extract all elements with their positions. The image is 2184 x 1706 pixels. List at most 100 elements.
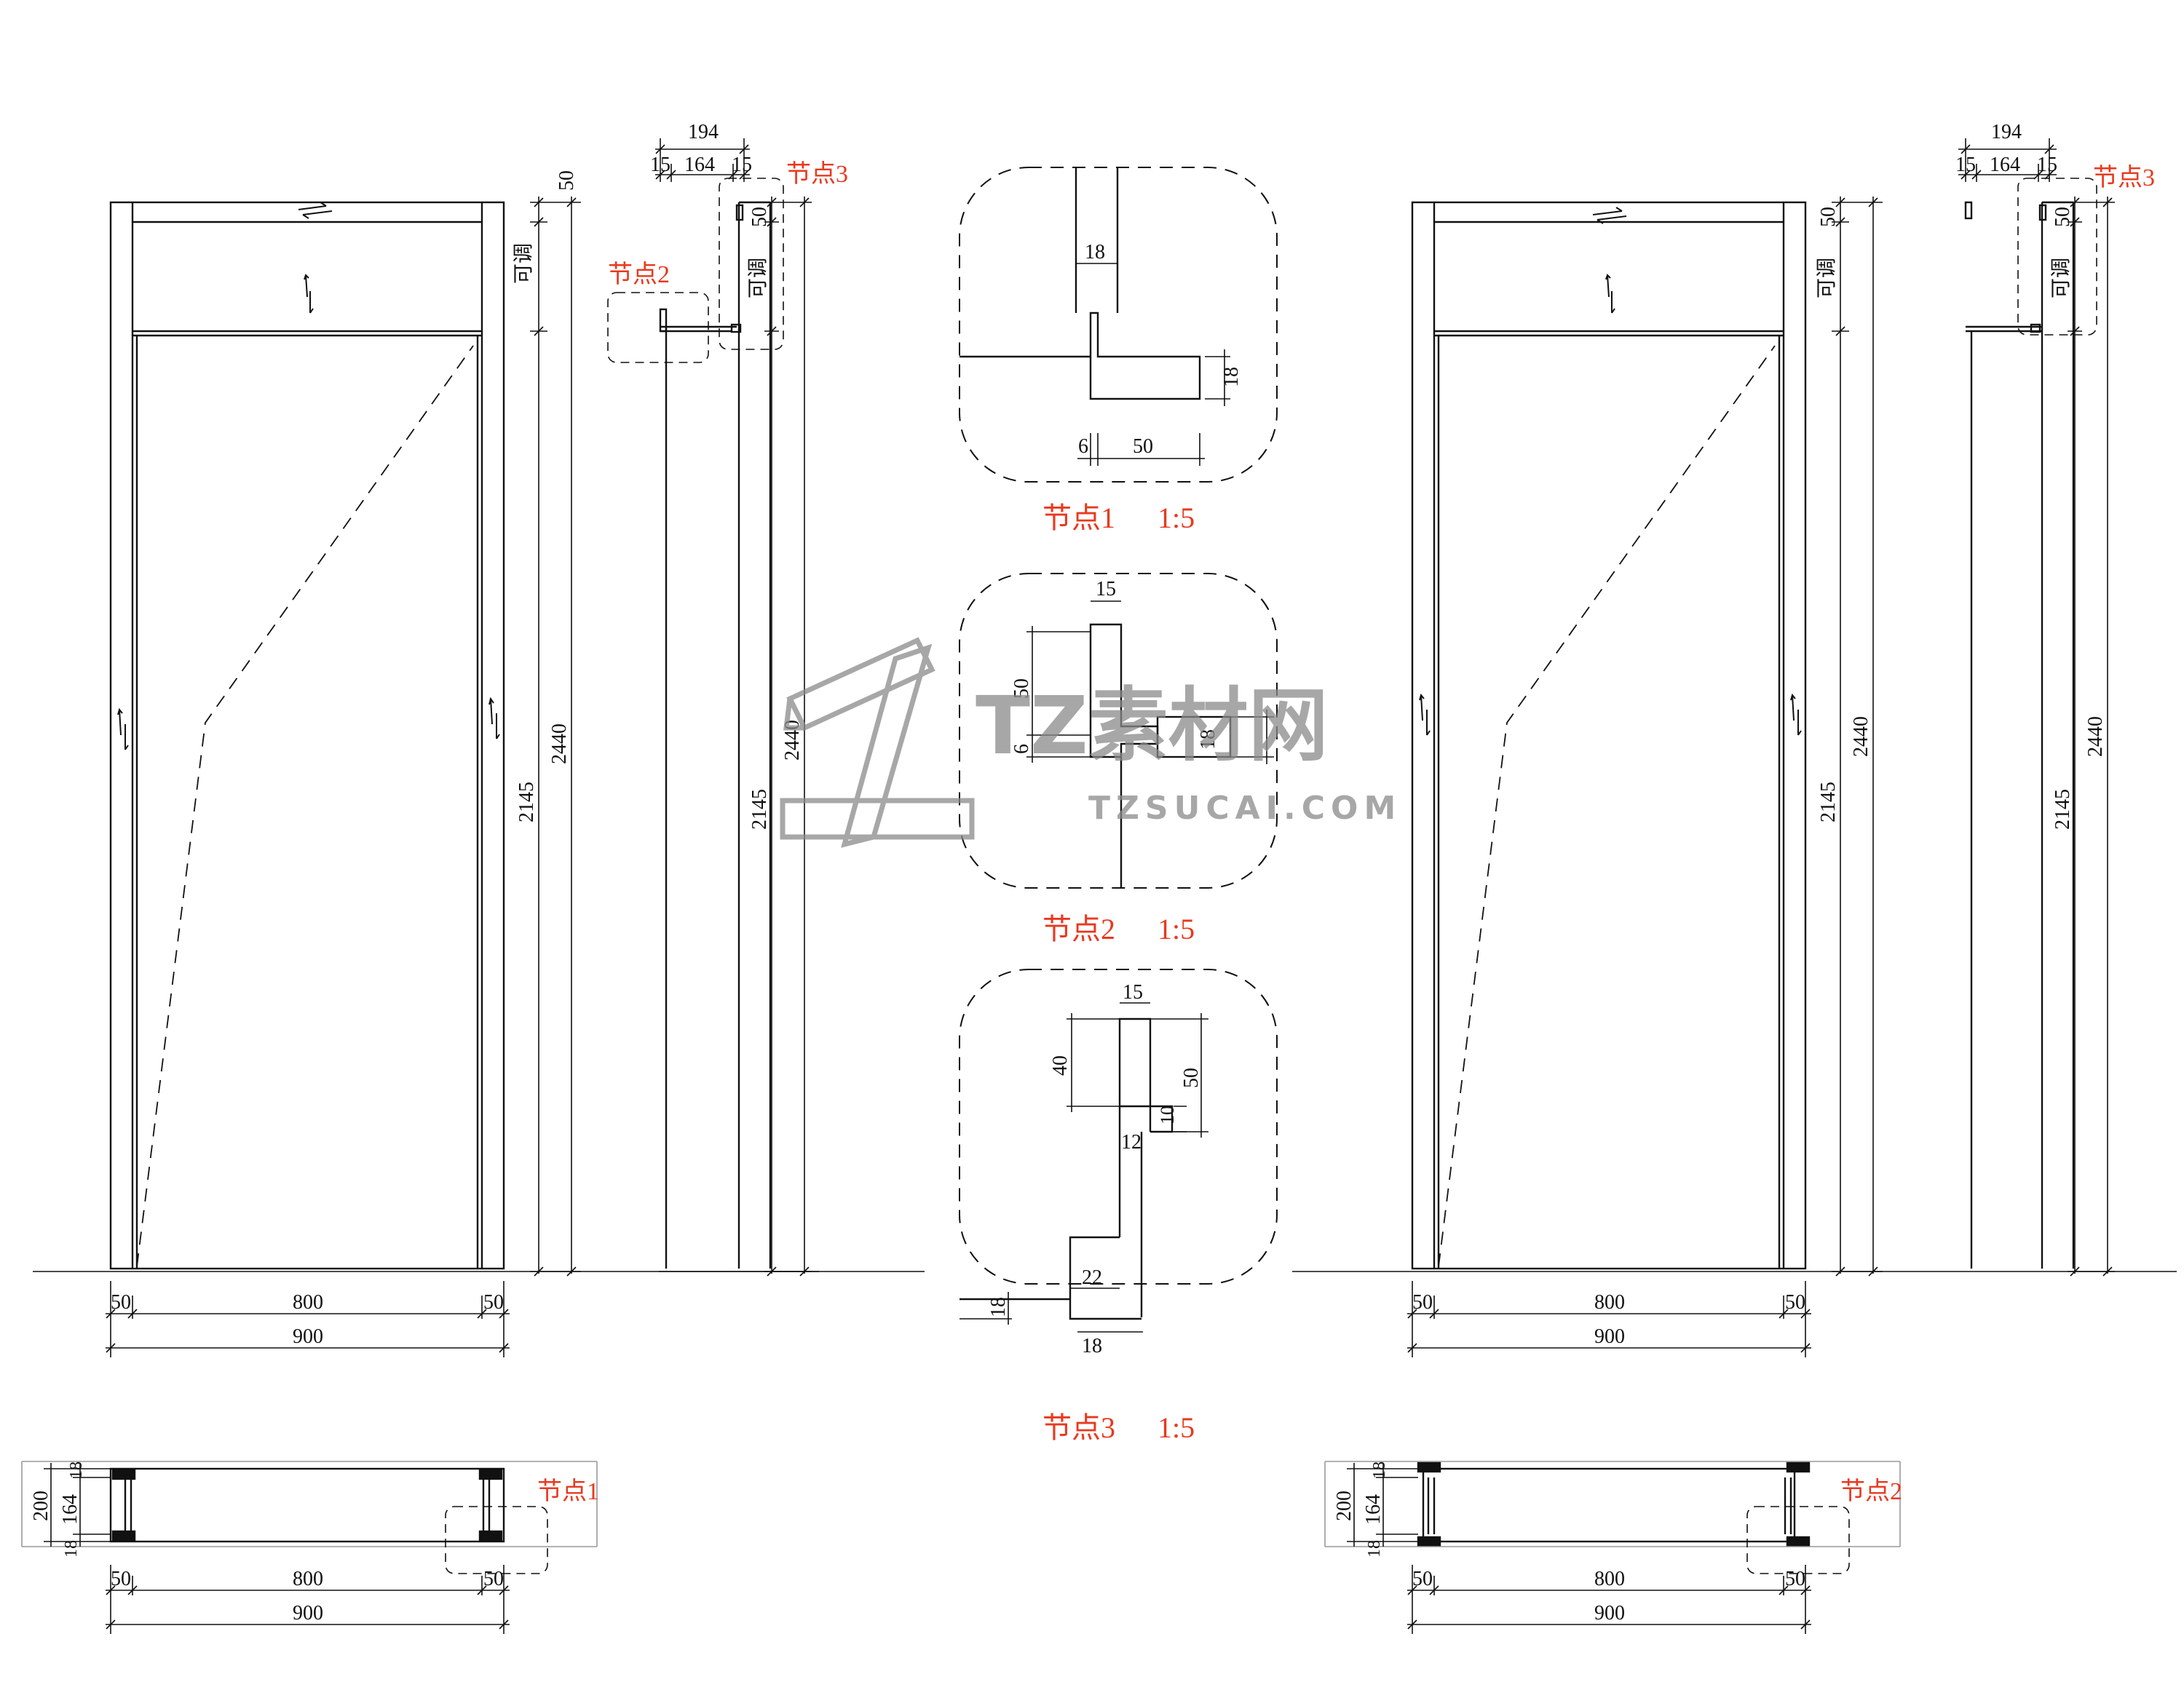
- left-section-dim-15b: 15: [732, 154, 752, 176]
- node2-dim-15: 15: [1096, 578, 1116, 600]
- node1-detail: 18 18 6 50: [959, 167, 1278, 483]
- grain-arrow-icons: [117, 202, 500, 750]
- right-dim-2145: 2145: [1817, 782, 1840, 822]
- left-plan-dim-50-a: 50: [111, 1568, 131, 1590]
- left-plan-dim-18b: 18: [62, 1540, 81, 1558]
- left-plan-dim-18a: 18: [67, 1461, 86, 1479]
- left-dim-50-top: 50: [555, 170, 578, 191]
- right-dim-800: 800: [1594, 1291, 1625, 1314]
- left-section-dim-50: 50: [748, 207, 771, 227]
- right-section-dimensions: [1958, 138, 2115, 1277]
- left-section-dimensions: [655, 138, 819, 1277]
- right-dim-50-a: 50: [1412, 1291, 1433, 1314]
- right-plan-dim-900: 900: [1594, 1602, 1625, 1624]
- left-frame-outer: [109, 201, 505, 1270]
- right-section-dim-2145: 2145: [2052, 789, 2074, 830]
- left-dim-50-b: 50: [483, 1291, 504, 1314]
- node1-scale: 1:5: [1158, 501, 1195, 534]
- node3-dim-15: 15: [1123, 981, 1143, 1004]
- left-plan-view: [21, 1461, 598, 1547]
- node3-callout-label: 节点3: [786, 160, 848, 188]
- node2-scale: 1:5: [1158, 913, 1195, 945]
- node1-dim-6: 6: [1078, 435, 1088, 458]
- left-plan-dimensions: [44, 1463, 548, 1634]
- left-side-section: [659, 201, 772, 1269]
- right-node3-callout-label: 节点3: [2093, 164, 2155, 191]
- right-adjustable-label: 可调: [1816, 258, 1838, 298]
- left-dim-50-a: 50: [111, 1291, 131, 1314]
- right-vertical-dimensions: [1832, 197, 1883, 1277]
- left-plan-dim-900: 900: [293, 1602, 323, 1624]
- node3-callout-box: [719, 178, 784, 350]
- right-section-dim-15a: 15: [1955, 154, 1976, 176]
- node2-dim-50: 50: [1010, 678, 1033, 699]
- node3-dim-50: 50: [1180, 1068, 1203, 1088]
- left-section-dim-2145: 2145: [748, 789, 771, 830]
- left-plan-dim-800: 800: [293, 1568, 323, 1590]
- right-dim-900: 900: [1594, 1325, 1625, 1348]
- right-plan-dim-18b: 18: [1365, 1540, 1384, 1558]
- node3-dim-10: 10: [1157, 1106, 1178, 1124]
- right-section-dim-2440: 2440: [2084, 716, 2107, 757]
- right-grain-arrow-icons: [1419, 207, 1802, 736]
- left-plan-dim-164: 164: [59, 1494, 82, 1525]
- left-dim-2440: 2440: [548, 723, 571, 764]
- left-dim-900: 900: [293, 1325, 323, 1348]
- right-section-dim-50: 50: [2052, 207, 2074, 227]
- right-dim-2440: 2440: [1850, 716, 1872, 757]
- right-plan-dim-164: 164: [1362, 1494, 1385, 1525]
- right-plan-dim-50-b: 50: [1785, 1568, 1805, 1590]
- node1-dim-18-top: 18: [1085, 241, 1105, 263]
- left-adjustable-label: 可调: [513, 243, 535, 284]
- right-side-section: [1964, 201, 2075, 1269]
- node2-detail: 15 50 6 18: [959, 573, 1278, 889]
- node1-title: 节点1: [1042, 501, 1115, 534]
- left-plan-dim-50-b: 50: [483, 1568, 504, 1590]
- right-plan-dim-18a: 18: [1370, 1461, 1389, 1479]
- node1-callout-label: 节点1: [537, 1477, 599, 1505]
- right-section-adjustable: 可调: [2050, 258, 2073, 298]
- node3-detail: 15 40 50 10 12 22 18 18: [959, 969, 1278, 1357]
- left-section-dim-164: 164: [684, 154, 715, 176]
- right-plan-dim-200: 200: [1333, 1491, 1356, 1521]
- node2-callout-label: 节点2: [608, 261, 670, 288]
- left-vertical-dimensions: [530, 197, 581, 1277]
- node3-dim-40: 40: [1049, 1055, 1072, 1076]
- right-plan-dim-800: 800: [1594, 1568, 1625, 1590]
- left-section-dim-15a: 15: [650, 154, 670, 176]
- right-dim-50-top: 50: [1817, 207, 1840, 227]
- left-section-adjustable: 可调: [747, 258, 769, 298]
- node3-title: 节点3: [1042, 1411, 1115, 1444]
- watermark-url: TZSUCAI.COM: [1088, 790, 1401, 827]
- right-node3-callout-box: [2017, 178, 2097, 336]
- right-plan-node2-callout-label: 节点2: [1840, 1477, 1902, 1505]
- left-horizontal-dimensions: [106, 1281, 510, 1357]
- node2-title: 节点2: [1042, 913, 1115, 945]
- right-plan-view: [1324, 1461, 1901, 1547]
- right-section-dim-164: 164: [1990, 154, 2020, 176]
- node1-dim-18-side: 18: [1220, 367, 1243, 387]
- watermark-brand: TZ素材网: [976, 679, 1329, 772]
- node3-dim-18-bottom: 18: [1082, 1335, 1102, 1357]
- right-horizontal-dimensions: [1407, 1281, 1811, 1357]
- left-section-dim-194: 194: [688, 121, 719, 143]
- left-dim-800: 800: [293, 1291, 323, 1314]
- right-plan-dim-50-a: 50: [1412, 1568, 1433, 1590]
- right-dim-50-b: 50: [1785, 1291, 1805, 1314]
- right-section-dim-15b: 15: [2037, 154, 2057, 176]
- node1-dim-50: 50: [1133, 435, 1153, 458]
- right-section-dim-194: 194: [1991, 121, 2022, 143]
- left-plan-dim-200: 200: [30, 1491, 52, 1521]
- node2-dim-18: 18: [1197, 729, 1219, 750]
- left-dim-2145: 2145: [515, 782, 538, 822]
- node3-dim-12: 12: [1121, 1131, 1142, 1154]
- left-section-callouts: [607, 178, 784, 363]
- node3-dim-18-side: 18: [987, 1297, 1010, 1317]
- node3-scale: 1:5: [1158, 1411, 1195, 1444]
- node2-dim-6: 6: [1010, 744, 1033, 754]
- node3-dim-22: 22: [1082, 1266, 1102, 1289]
- watermark-logo-icon: [780, 637, 975, 848]
- right-plan-dimensions: [1347, 1463, 1850, 1634]
- right-door-elevation: [1292, 201, 2177, 1272]
